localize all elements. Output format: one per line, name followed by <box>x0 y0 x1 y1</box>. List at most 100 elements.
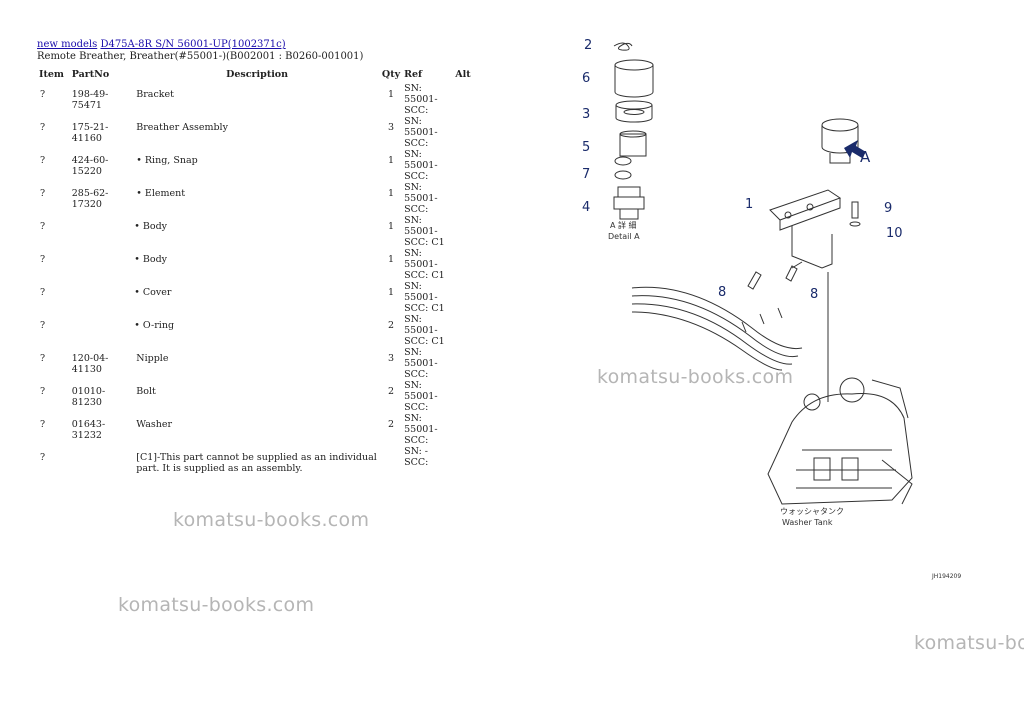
ref-sn: SN: 55001- <box>404 314 438 336</box>
qty-cell <box>380 446 402 478</box>
description-cell: • Cover <box>134 287 172 298</box>
callout-6: 6 <box>582 71 590 86</box>
item-cell: ? <box>40 320 46 331</box>
ref-scc: SCC: <box>404 171 429 182</box>
callout-2: 2 <box>584 38 592 53</box>
ref-cell: SN: 55001-SCC: <box>402 116 453 149</box>
callout-8: 8 <box>810 287 818 302</box>
alt-cell <box>453 83 477 116</box>
partno-cell <box>70 314 135 347</box>
qty-cell: 2 <box>387 320 395 331</box>
breadcrumb-link-model[interactable]: D475A-8R S/N 56001-UP(1002371c) <box>100 39 286 50</box>
ref-cell: SN: 55001-SCC: <box>402 380 453 413</box>
ref-sn: SN: 55001- <box>404 83 438 105</box>
partno-cell <box>70 281 135 314</box>
qty-cell: 2 <box>387 386 395 397</box>
table-header-row: Item PartNo Description Qty Ref Alt <box>37 65 477 83</box>
ref-cell: SN: 55001-SCC: <box>402 149 453 182</box>
description-cell: • Element <box>136 188 186 199</box>
item-cell: ? <box>40 155 46 166</box>
parts-diagram: 2 6 3 5 7 4 1 9 10 8 8 A A 詳 細 Detail A … <box>552 30 1024 590</box>
item-cell: ? <box>40 188 46 199</box>
callout-10: 10 <box>886 226 903 241</box>
ref-scc: SCC: C1 <box>404 237 445 248</box>
callout-7: 7 <box>582 167 590 182</box>
ref-sn: SN: 55001- <box>404 182 438 204</box>
ref-cell: SN: 55001-SCC: C1 <box>402 281 453 314</box>
partno-cell <box>70 446 135 478</box>
ref-sn: SN: 55001- <box>404 380 438 402</box>
qty-cell: 3 <box>387 122 395 133</box>
alt-cell <box>453 215 477 248</box>
alt-cell <box>453 149 477 182</box>
alt-cell <box>453 413 477 446</box>
ref-sn: SN: - <box>404 446 429 457</box>
callout-5: 5 <box>582 140 590 155</box>
ref-scc: SCC: <box>404 204 429 215</box>
item-cell: ? <box>40 221 46 232</box>
detail-label-jp: A 詳 細 <box>610 220 637 230</box>
partno-cell: 424-60-15220 <box>71 155 109 177</box>
ref-cell: SN: 55001-SCC: C1 <box>402 215 453 248</box>
qty-cell: 1 <box>387 254 395 265</box>
breadcrumb-link-new-models[interactable]: new models <box>37 39 98 50</box>
item-cell: ? <box>40 122 46 133</box>
ref-sn: SN: 55001- <box>404 215 438 237</box>
partno-cell: 175-21-41160 <box>71 122 109 144</box>
callout-4: 4 <box>582 200 590 215</box>
ref-scc: SCC: <box>404 138 429 149</box>
watermark: komatsu-books.com <box>118 594 315 616</box>
header-item: Item <box>39 68 64 80</box>
ref-scc: SCC: <box>404 402 429 413</box>
description-cell: • Body <box>134 254 168 265</box>
callout-a: A <box>860 148 871 166</box>
partno-cell <box>70 248 135 281</box>
partno-cell <box>70 215 135 248</box>
detail-label: Detail A <box>608 232 640 241</box>
parts-table: Item PartNo Description Qty Ref Alt ?198… <box>37 65 477 478</box>
ref-scc: SCC: C1 <box>404 303 445 314</box>
partno-cell: 01010-81230 <box>71 386 106 408</box>
header-qty: Qty <box>381 68 401 80</box>
ref-scc: SCC: C1 <box>404 270 445 281</box>
table-row: ? 175-21-41160 Breather Assembly 3 SN: 55001… <box>37 116 477 149</box>
ref-cell: SN: 55001-SCC: C1 <box>402 314 453 347</box>
ref-sn: SN: 55001- <box>404 347 438 369</box>
qty-cell: 1 <box>387 188 395 199</box>
description-cell: Bolt <box>136 386 156 397</box>
ref-scc: SCC: <box>404 435 429 446</box>
page-title: Remote Breather, Breather(#55001-)(B0020… <box>37 51 364 62</box>
description-cell: • Body <box>134 221 168 232</box>
watermark: komatsu-books.com <box>173 509 370 531</box>
callout-1: 1 <box>745 197 753 212</box>
alt-cell <box>453 281 477 314</box>
partno-cell: 120-04-41130 <box>71 353 109 375</box>
ref-sn: SN: 55001- <box>404 149 438 171</box>
ref-sn: SN: 55001- <box>404 116 438 138</box>
ref-scc: SCC: <box>404 457 429 468</box>
partno-cell: 01643-31232 <box>71 419 106 441</box>
header-alt: Alt <box>455 68 471 80</box>
alt-cell <box>453 248 477 281</box>
watermark: komatsu-books.com <box>914 632 1024 654</box>
tank-label: Washer Tank <box>782 518 833 527</box>
description-cell: Breather Assembly <box>136 122 228 133</box>
alt-cell <box>453 116 477 149</box>
qty-cell: 1 <box>387 89 395 100</box>
figure-code: JH194209 <box>931 573 961 580</box>
tank-label-jp: ウォッシャタンク <box>780 507 844 516</box>
ref-cell: SN: 55001-SCC: <box>402 182 453 215</box>
ref-scc: SCC: <box>404 369 429 380</box>
item-cell: ? <box>40 254 46 265</box>
qty-cell: 3 <box>387 353 395 364</box>
alt-cell <box>453 380 477 413</box>
header-partno: PartNo <box>71 68 110 80</box>
qty-cell: 2 <box>387 419 395 430</box>
breather-diagram-svg: 2 6 3 5 7 4 1 9 10 8 8 A A 詳 細 Detail A … <box>582 38 961 580</box>
ref-scc: SCC: <box>404 105 429 116</box>
